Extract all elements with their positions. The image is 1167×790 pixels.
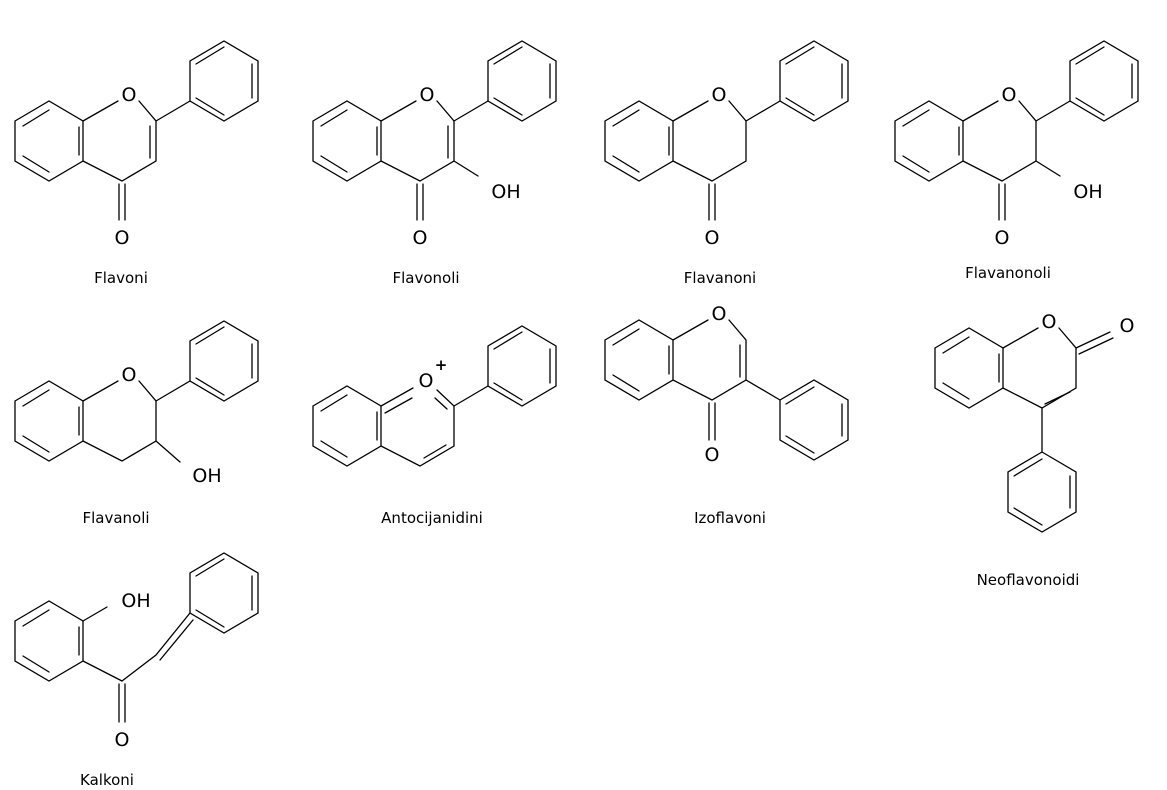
compound-name: Flavoni: [94, 269, 148, 287]
structure-neoflavonoidi: O O Neoflavonoidi: [934, 311, 1135, 589]
pyrylium-double-bonds: [384, 397, 448, 459]
phenyl-link: [155, 380, 191, 402]
ring-oxygen-label: O: [1002, 84, 1017, 106]
structure-flavoni: O O Flavoni: [14, 40, 259, 287]
carbonyl-bond: [1075, 331, 1114, 355]
pyran-ring-bonds: [672, 100, 747, 182]
carbonyl-bond: [998, 183, 1006, 221]
phenyl-ring: [779, 379, 849, 461]
carbonyl-bond: [118, 683, 126, 723]
benzo-ring: [894, 100, 964, 182]
hydroxyl-bond: [453, 160, 479, 177]
benzo-ring: [312, 100, 382, 182]
ring-oxygen-label: O: [419, 370, 434, 392]
enone-chain: [121, 612, 191, 682]
double-bond: [1044, 391, 1071, 405]
phenyl-link: [1035, 100, 1071, 122]
structure-izoflavoni: O O Izoflavoni: [604, 303, 849, 527]
carbonyl-oxygen-label: O: [115, 227, 130, 249]
structure-flavanoni: O O Flavanoni: [604, 40, 849, 287]
hydroxyl-label: OH: [1073, 181, 1102, 203]
carbonyl-oxygen-label: O: [705, 444, 720, 466]
pyran-ring-bonds: [380, 100, 455, 182]
benzo-ring: [604, 100, 674, 182]
ring-oxygen-label: O: [712, 84, 727, 106]
phenyl-ring: [487, 325, 557, 407]
compound-name: Flavanoni: [684, 269, 756, 287]
ring-oxygen-label: O: [1042, 311, 1057, 333]
phenyl-link: [155, 100, 191, 122]
hydroxyl-bond: [82, 606, 108, 622]
pyran-ring-bonds: [82, 100, 157, 182]
carbonyl-bond: [416, 183, 424, 221]
enone-double-bond: [159, 619, 194, 661]
coumarin-ring-bonds: [1002, 327, 1077, 409]
pyran-ring-bonds: [672, 319, 747, 401]
compound-name: Flavanoli: [82, 509, 149, 527]
pyran-ring-bonds: [962, 100, 1037, 182]
carbonyl-oxygen-label: O: [705, 227, 720, 249]
phenyl-ring: [189, 552, 259, 634]
benzo-ring: [14, 600, 84, 682]
compound-name: Izoflavoni: [694, 509, 766, 527]
ring-oxygen-label: O: [122, 364, 137, 386]
carbonyl-bond: [708, 402, 716, 441]
carbonyl-bond: [708, 183, 716, 221]
benzo-ring: [312, 385, 382, 467]
phenyl-ring: [189, 40, 259, 122]
structure-kalkoni: OH O Kalkoni: [14, 552, 259, 789]
carbonyl-bond: [118, 183, 126, 221]
benzo-ring: [14, 380, 84, 462]
phenyl-ring: [487, 40, 557, 122]
compound-name: Flavanonoli: [965, 264, 1051, 282]
compound-name: Flavonoli: [392, 269, 459, 287]
carbonyl-oxygen-label: O: [995, 227, 1010, 249]
carbonyl-oxygen-label: O: [1120, 315, 1135, 337]
ketone-link: [82, 660, 123, 682]
phenyl-link: [745, 100, 781, 122]
compound-name: Kalkoni: [80, 771, 134, 789]
benzo-ring: [14, 100, 84, 182]
pyrylium-ring-bonds: [380, 387, 455, 467]
ring-oxygen-label: O: [712, 303, 727, 325]
positive-charge: +: [435, 356, 448, 374]
hydroxyl-label: OH: [192, 465, 221, 487]
hydroxyl-label: OH: [121, 590, 150, 612]
hydroxyl-bond: [155, 440, 181, 463]
pyran-ring-bonds: [82, 380, 157, 462]
phenyl-link: [745, 379, 781, 401]
ring-oxygen-label: O: [122, 84, 137, 106]
carbonyl-oxygen-label: O: [413, 227, 428, 249]
benzo-ring: [934, 327, 1004, 409]
hydroxyl-bond: [1035, 160, 1061, 177]
phenyl-ring: [779, 40, 849, 122]
benzo-ring: [604, 319, 674, 401]
phenyl-ring: [1007, 451, 1077, 533]
compound-name: Neoflavonoidi: [977, 571, 1080, 589]
hydroxyl-label: OH: [491, 181, 520, 203]
structure-flavonoli: O O OH Flavonoli: [312, 40, 557, 287]
structure-antocijanidini: O + Antocijanidini: [312, 325, 557, 527]
phenyl-ring: [189, 320, 259, 402]
phenyl-ring: [1069, 40, 1139, 122]
structure-flavanoli: O OH Flavanoli: [14, 320, 259, 527]
phenyl-link: [453, 385, 489, 407]
compound-name: Antocijanidini: [381, 509, 483, 527]
phenyl-link: [453, 100, 489, 122]
structure-flavanonoli: O O OH Flavanonoli: [894, 40, 1139, 282]
ring-oxygen-label: O: [420, 84, 435, 106]
carbonyl-oxygen-label: O: [115, 729, 130, 751]
